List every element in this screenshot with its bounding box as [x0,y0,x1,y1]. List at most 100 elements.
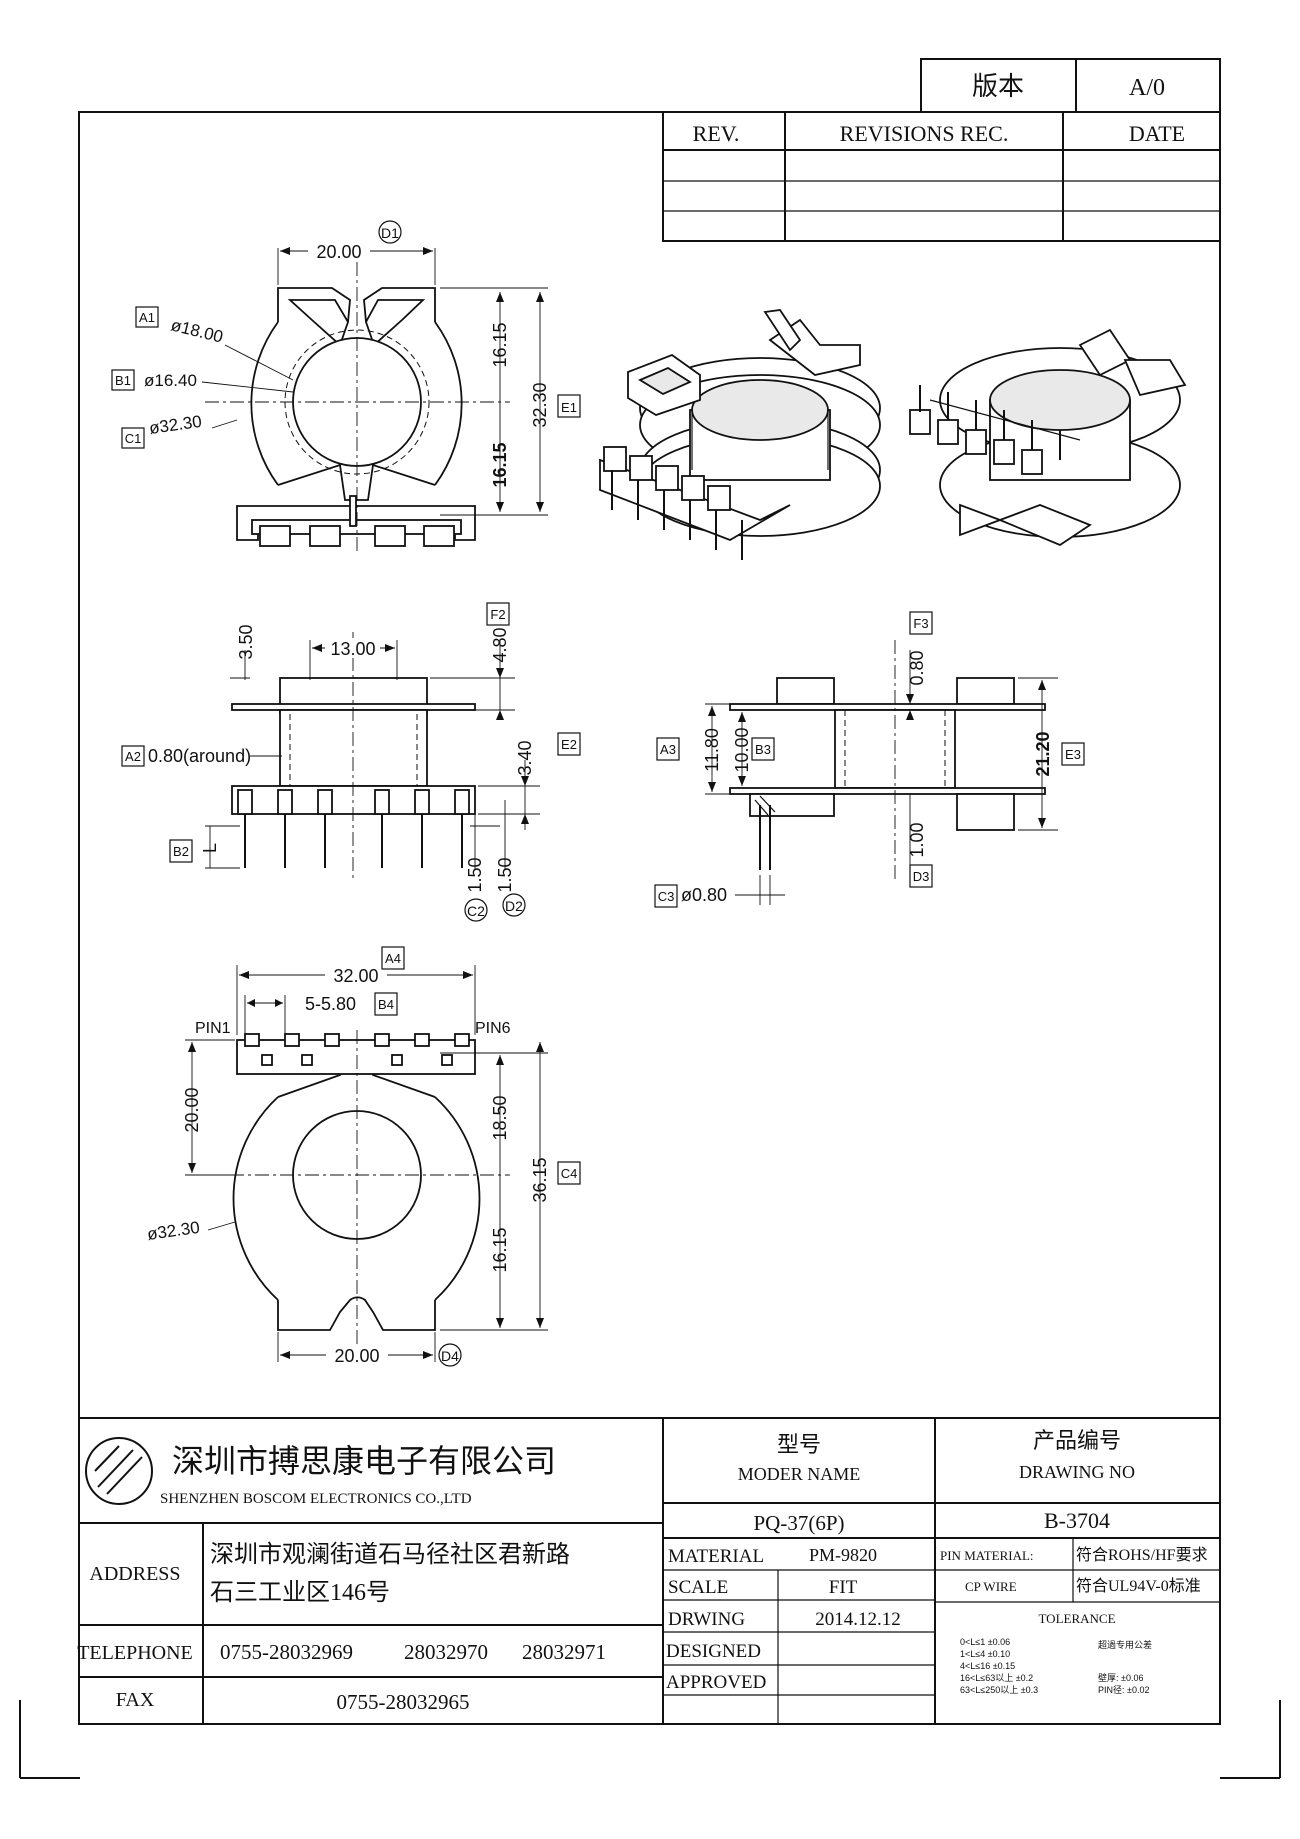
date-header: DATE [1129,121,1185,146]
revisions-table: REV. REVISIONS REC. DATE [662,111,1221,242]
front-tag-b2: B2 [173,844,189,859]
scale-value: FIT [829,1577,858,1598]
drwing-value: 2014.12.12 [815,1609,901,1630]
top-od1-dim: ø18.00 [169,315,225,346]
bottom-tag-b4: B4 [378,997,394,1012]
title-block: 深圳市搏思康电子有限公司 SHENZHEN BOSCOM ELECTRONICS… [77,1417,1220,1724]
fax-number: 0755-28032965 [337,1690,470,1714]
side-tag-d3: D3 [913,869,930,884]
front-pin-l-dim: L [200,843,220,853]
bottom-width-dim: 32.00 [333,966,378,986]
approved-label: APPROVED [666,1672,766,1693]
bottom-total-dim: 36.15 [530,1157,550,1202]
revision-box: 版本 A/0 [920,58,1221,113]
tolerance-row: 16<L≤63以上 ±0.2 [960,1673,1033,1683]
top-tag-b1: B1 [115,373,131,388]
scale-label: SCALE [668,1577,728,1598]
bottom-pin-right: PIN6 [475,1020,511,1037]
material-value: PM-9820 [809,1545,877,1565]
isometric-view-bottom [909,328,1187,547]
bottom-slot-dim: 20.00 [334,1346,379,1366]
bottom-h3-dim: 16.15 [490,1227,510,1272]
address-label: ADDRESS [89,1563,180,1585]
top-od2-dim: ø16.40 [144,371,197,390]
side-pin-dim: ø0.80 [681,885,727,905]
sheet-border [78,111,1221,1725]
tolerance-row: 0<L≤1 ±0.06 [960,1637,1010,1647]
front-top-h-dim: 4.80 [490,627,510,662]
telephone-label: TELEPHONE [77,1642,193,1664]
model-label-cn: 型号 [777,1432,821,1457]
side-base-dim: 1.00 [907,822,927,857]
address-line1: 深圳市观澜街道石马径社区君新路 [210,1541,570,1568]
company-logo [85,1437,153,1505]
front-pin-a-dim: 1.50 [465,857,485,892]
front-tag-a2: A2 [125,749,141,764]
tolerance-row: 4<L≤16 ±0.15 [960,1661,1015,1671]
material-label: MATERIAL [668,1546,764,1567]
top-width-dim: 20.00 [316,242,361,262]
telephone-3: 28032971 [522,1640,606,1664]
rev-header: REV. [693,121,740,146]
drwing-label: DRWING [668,1609,745,1630]
side-view: 11.80 10.00 A3 B3 0.80 F3 21.20 E3 1.00 … [654,611,1085,908]
designed-label: DESIGNED [666,1641,761,1662]
isometric-view-top [599,309,881,560]
top-upper-dim: 16.15 [490,322,510,367]
front-bot-h-dim: 3.40 [515,740,535,775]
model-value: PQ-37(6P) [753,1511,844,1535]
drawing-no-label-cn: 产品编号 [1033,1428,1121,1453]
top-lower-dim: 16.15 [490,442,510,487]
tolerance-table: 0<L≤1 ±0.06 1<L≤4 ±0.10 4<L≤16 ±0.15 16<… [960,1637,1152,1695]
top-total-dim: 32.30 [530,382,550,427]
address-line2: 石三工业区146号 [210,1579,390,1606]
side-top-dim: 0.80 [907,650,927,685]
side-tag-b3: B3 [755,742,771,757]
top-tag-d1: D1 [381,225,399,241]
bottom-pin-left: PIN1 [195,1020,231,1037]
top-tag-a1: A1 [139,310,155,325]
tolerance-row: 63<L≤250以上 ±0.3 [960,1685,1038,1695]
bottom-tag-c4: C4 [561,1166,578,1181]
tolerance-pin: PIN径: ±0.02 [1098,1684,1149,1695]
front-flange-dim: 3.50 [236,624,256,659]
top-view: 20.00 D1 16.15 16.15 32.30 E1 A1 ø18.00 … [111,220,581,555]
top-od3-dim: ø32.30 [148,412,203,438]
telephone-1: 0755-28032969 [220,1640,353,1664]
tolerance-row: 1<L≤4 ±0.10 [960,1649,1010,1659]
drawing-no-value: B-3704 [1044,1508,1110,1533]
side-outer-dim: 11.80 [702,728,722,772]
side-tag-a3: A3 [660,742,676,757]
bottom-od-dim: ø32.30 [146,1218,201,1244]
company-name-en: SHENZHEN BOSCOM ELECTRONICS CO.,LTD [160,1491,472,1507]
tolerance-note: 超過专用公差 [1098,1639,1152,1650]
front-pin-b-dim: 1.50 [495,857,515,892]
rohs-note: 符合ROHS/HF要求 [1076,1546,1208,1564]
revisions-rec-header: REVISIONS REC. [840,121,1009,146]
revision-box-label: 版本 [972,72,1024,101]
tolerance-wall: 壁厚: ±0.06 [1098,1672,1143,1683]
side-tag-e3: E3 [1065,747,1081,762]
fax-label: FAX [116,1689,155,1711]
front-view: 13.00 3.50 4.80 F2 3.40 E2 1.50 1.50 C2 … [121,602,581,922]
side-inner-dim: 10.00 [732,727,752,772]
front-tag-d2: D2 [505,898,523,914]
front-tag-f2: F2 [490,607,505,622]
tolerance-label: TOLERANCE [1038,1611,1115,1626]
drawing-no-label-en: DRAWING NO [1019,1462,1135,1482]
top-tag-e1: E1 [561,400,577,415]
bottom-pitch-dim: 5-5.80 [305,994,356,1014]
front-tag-c2: C2 [467,903,485,919]
company-name-cn: 深圳市搏思康电子有限公司 [172,1443,556,1479]
ul-note: 符合UL94V-0标准 [1076,1577,1201,1595]
bottom-tag-d4: D4 [441,1348,459,1364]
revision-box-value: A/0 [1129,75,1165,101]
side-tag-f3: F3 [913,616,928,631]
bottom-h2-dim: 18.50 [490,1095,510,1140]
front-tag-e2: E2 [561,737,577,752]
side-tag-c3: C3 [658,889,675,904]
side-height-dim: 21.20 [1033,731,1053,776]
model-label-en: MODER NAME [738,1464,861,1484]
telephone-2: 28032970 [404,1640,488,1664]
